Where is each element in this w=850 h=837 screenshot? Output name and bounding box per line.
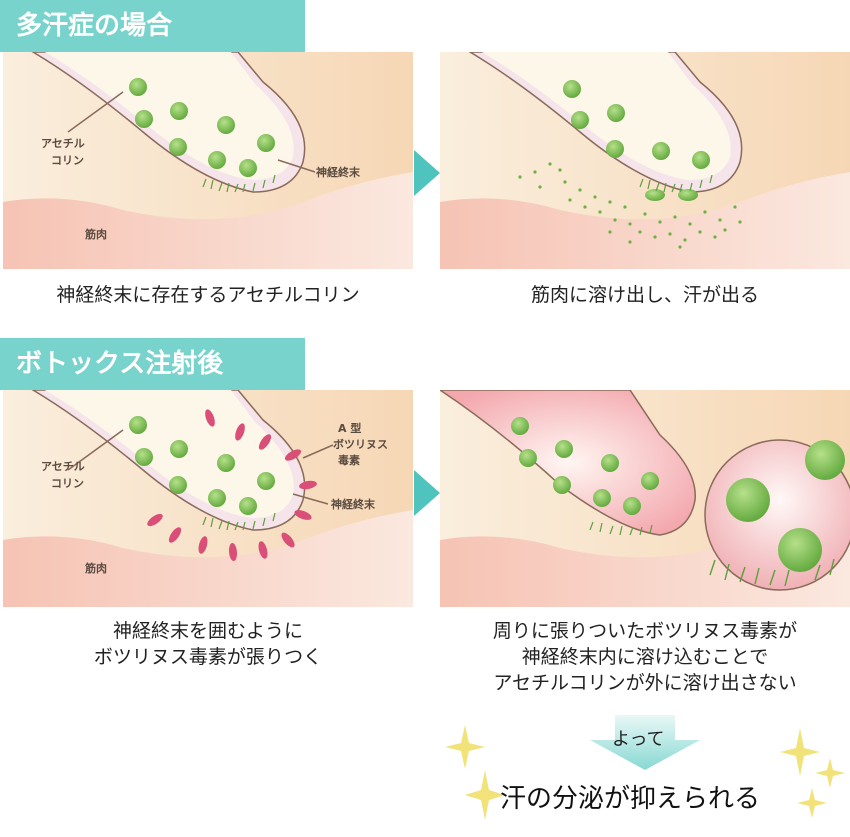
diagram-acetylcholine-release (440, 52, 850, 269)
svg-text:A 型: A 型 (338, 421, 361, 435)
botulinum-toxin-marks (147, 409, 317, 561)
label-muscle: 筋肉 (84, 227, 107, 241)
label-acetylcholine: アセチル (41, 137, 85, 150)
section-title-hyperhidrosis: 多汗症の場合 (0, 0, 305, 52)
caption-toxin-surrounds: 神経終末を囲むように ボツリヌス毒素が張りつく (93, 620, 323, 668)
down-arrow-icon (590, 715, 700, 770)
svg-text:筋肉: 筋肉 (84, 561, 107, 575)
result-text: 汗の分泌が抑えられる (500, 784, 761, 814)
diagram-toxin-attaching: アセチル コリン A 型 ボツリヌス 毒素 神経終末 筋肉 (3, 390, 413, 607)
svg-text:アセチル: アセチル (41, 460, 85, 473)
caption-toxin-absorbed: 周りに張りついたボツリヌス毒素が 神経終末内に溶け込むことで アセチルコリンが外… (492, 620, 798, 694)
caption-dissolves-into-muscle: 筋肉に溶け出し、汗が出る (530, 284, 759, 306)
svg-text:毒素: 毒素 (338, 453, 360, 467)
arrow-right-icon (414, 470, 440, 516)
sparkle-icon (445, 725, 505, 820)
diagram-nerve-ending-before: アセチル コリン 神経終末 筋肉 (3, 52, 413, 269)
arrow-right-icon (414, 150, 440, 196)
vesicle (129, 78, 147, 96)
caption-acetylcholine-in-nerve-ending: 神経終末に存在するアセチルコリン (56, 284, 360, 306)
sparkle-icon (780, 728, 845, 818)
svg-text:コリン: コリン (51, 477, 84, 490)
section-title-after-botox: ボトックス注射後 (0, 338, 305, 390)
svg-text:ボツリヌス: ボツリヌス (333, 437, 388, 451)
released-acetylcholine-dots (518, 162, 742, 249)
diagram-toxin-absorbed (440, 390, 850, 607)
connector-text: よって (612, 729, 665, 750)
svg-text:神経終末: 神経終末 (331, 497, 376, 511)
svg-text:コリン: コリン (51, 154, 84, 167)
label-nerve-ending: 神経終末 (316, 165, 361, 179)
